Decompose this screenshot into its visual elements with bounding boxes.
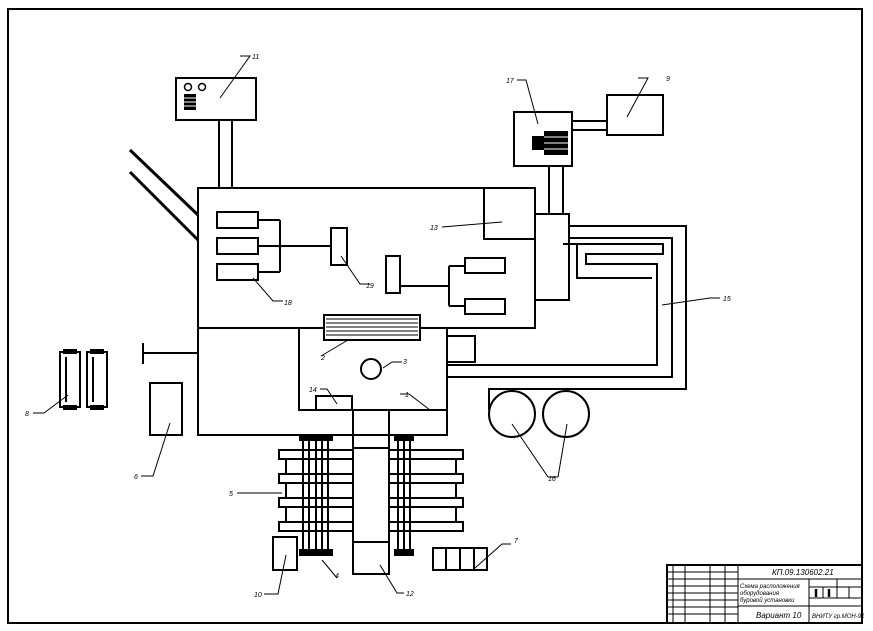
drawing-frame <box>7 8 863 624</box>
drawing-title-line2: оборудования <box>740 591 780 597</box>
drill-pipes-4 <box>299 434 414 556</box>
callout-2: 2 <box>320 355 325 362</box>
pipeline-15 <box>447 225 687 410</box>
unit-6 <box>149 382 183 436</box>
callout-5: 5 <box>229 491 233 498</box>
doc-code: КП.09.130602.21 <box>772 568 834 577</box>
variant-label: Вариант 10 <box>756 611 802 620</box>
valve-group-19 <box>385 255 506 315</box>
upper-building <box>197 187 570 329</box>
callout-6: 6 <box>134 474 138 481</box>
callout-4: 4 <box>335 573 339 580</box>
block-7 <box>432 547 488 571</box>
callout-10: 10 <box>254 592 262 599</box>
callout-13: 13 <box>430 225 438 232</box>
distribution-group-18 <box>216 211 348 281</box>
callout-1: 1 <box>405 392 409 399</box>
leader-lines <box>33 55 720 595</box>
callout-14: 14 <box>309 387 317 394</box>
title-block: КП.09.130602.21 Схема расположения обору… <box>666 564 864 624</box>
callout-16: 16 <box>548 476 556 483</box>
lower-building <box>142 327 476 436</box>
inclined-pipes <box>128 148 200 242</box>
organization-label: ВНИТУ гр.МОН-91 <box>812 614 864 620</box>
callout-17: 17 <box>506 78 515 85</box>
callout-18: 18 <box>284 300 292 307</box>
tank-9 <box>606 94 664 136</box>
control-panel-11 <box>175 77 257 188</box>
callout-7: 7 <box>514 538 519 545</box>
callout-8: 8 <box>25 411 29 418</box>
tanks-16 <box>488 390 590 438</box>
callout-15: 15 <box>723 296 731 303</box>
rotor-2 <box>323 314 421 341</box>
callout-9: 9 <box>666 76 670 83</box>
drawing-title-line3: буровой установки <box>740 597 795 604</box>
callout-12: 12 <box>406 591 414 598</box>
drawing-title-line1: Схема расположения <box>740 584 801 590</box>
callout-19: 19 <box>366 283 374 290</box>
unit-10 <box>272 536 298 571</box>
block-14 <box>315 395 353 411</box>
pump-unit-17 <box>513 111 608 214</box>
pipe-racks-5 <box>278 449 464 532</box>
wellhead-3 <box>360 358 382 380</box>
callout-labels: 1 2 3 4 5 6 7 8 9 10 11 12 13 14 15 16 1… <box>25 54 731 599</box>
callout-3: 3 <box>403 359 407 366</box>
cylinders-8 <box>59 349 108 410</box>
callout-11: 11 <box>252 54 259 61</box>
